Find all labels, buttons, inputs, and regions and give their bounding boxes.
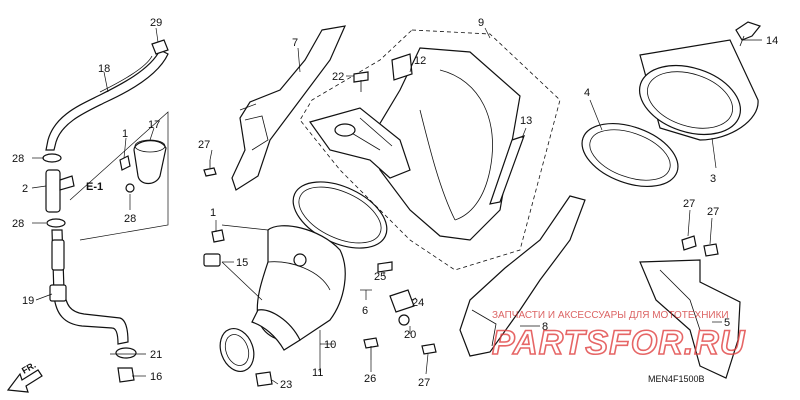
callout-6: 6 — [362, 305, 368, 317]
callout-21: 21 — [150, 349, 162, 361]
clamp-28-lower — [46, 218, 66, 228]
callout-15: 15 — [236, 257, 248, 269]
callout-17: 17 — [148, 119, 160, 131]
tube-band-11 — [219, 328, 255, 372]
clamp-28-upper — [42, 153, 62, 163]
callout-7: 7 — [292, 37, 298, 49]
bracket-12 — [391, 53, 413, 81]
connecting-tube-10 — [251, 225, 346, 351]
bolt-27-r2 — [703, 243, 719, 257]
callout-20: 20 — [404, 329, 416, 341]
side-cover-8 — [459, 195, 586, 357]
callout-23: 23 — [280, 379, 292, 391]
diagram-code: MEN4F1500B — [648, 374, 705, 384]
callout-3: 3 — [710, 173, 716, 185]
bolt-25 — [377, 261, 393, 273]
air-cleaner-cover-7 — [231, 25, 347, 191]
watermark: ЗАПЧАСТИ И АКСЕССУАРЫ ДЛЯ МОТОТЕХНИКИ PA… — [491, 310, 746, 363]
leader-lines — [31, 27, 762, 385]
screw-1-small — [119, 155, 131, 171]
nut-15 — [203, 253, 221, 267]
gasket-ring-upper — [292, 181, 388, 249]
watermark-logo: PARTSFOR.RU — [492, 324, 746, 362]
callout-5: 5 — [724, 317, 730, 329]
callout-27-r1: 27 — [683, 198, 695, 210]
drain-cap-17 — [133, 139, 167, 185]
callout-27-lower: 27 — [418, 377, 430, 389]
watermark-tagline: ЗАПЧАСТИ И АКСЕССУАРЫ ДЛЯ МОТОТЕХНИКИ — [492, 310, 729, 321]
bolt-27-lower — [421, 343, 437, 355]
callout-4: 4 — [584, 87, 590, 99]
callout-8: 8 — [542, 321, 548, 333]
screw-1-mid — [211, 229, 225, 243]
tube-joint-2 — [45, 169, 75, 213]
bolt-27-left — [203, 160, 217, 177]
callout-25: 25 — [374, 271, 386, 283]
air-cleaner-case-9 — [299, 29, 561, 271]
screw-28-small — [125, 183, 135, 193]
element-holder-4 — [581, 123, 679, 187]
breather-tube-18 — [45, 49, 169, 151]
bolt-23 — [255, 371, 273, 387]
callout-2: 2 — [22, 183, 28, 195]
callout-19: 19 — [22, 295, 34, 307]
callout-24: 24 — [412, 297, 424, 309]
drain-tube-19 — [49, 229, 129, 345]
callout-29: 29 — [150, 17, 162, 29]
front-arrow — [6, 369, 43, 393]
ref-label: E-1 — [86, 181, 103, 193]
callout-28-lower: 28 — [12, 218, 24, 230]
callout-14: 14 — [766, 35, 778, 47]
bolt-26 — [363, 337, 379, 360]
callout-9: 9 — [478, 17, 484, 29]
clip-29 — [151, 39, 169, 55]
callout-10: 10 — [324, 339, 336, 351]
callout-26: 26 — [364, 373, 376, 385]
callout-1-upper: 1 — [122, 128, 128, 140]
plug-21 — [115, 347, 137, 359]
callout-27-r2: 27 — [707, 206, 719, 218]
callout-11: 11 — [312, 367, 323, 379]
callouts: 29 18 1 17 28 2 E-1 28 28 19 21 16 7 27 … — [12, 17, 778, 391]
guard-5 — [639, 259, 741, 379]
callout-13: 13 — [520, 115, 532, 127]
air-filter-3 — [638, 39, 759, 141]
bolt-22 — [353, 71, 369, 92]
callout-1-mid: 1 — [210, 207, 216, 219]
callout-28-right: 28 — [124, 213, 136, 225]
callout-12: 12 — [414, 55, 426, 67]
callout-18: 18 — [98, 63, 110, 75]
callout-16: 16 — [150, 371, 162, 383]
callout-28-upper: 28 — [12, 153, 24, 165]
clip-16 — [117, 367, 135, 383]
seal-strip-13 — [489, 135, 525, 205]
wing-bolt-14 — [735, 21, 762, 47]
callout-22: 22 — [332, 71, 344, 83]
holder-24 — [389, 289, 415, 326]
bolt-27-r1 — [681, 235, 697, 251]
callout-27-left: 27 — [198, 139, 210, 151]
